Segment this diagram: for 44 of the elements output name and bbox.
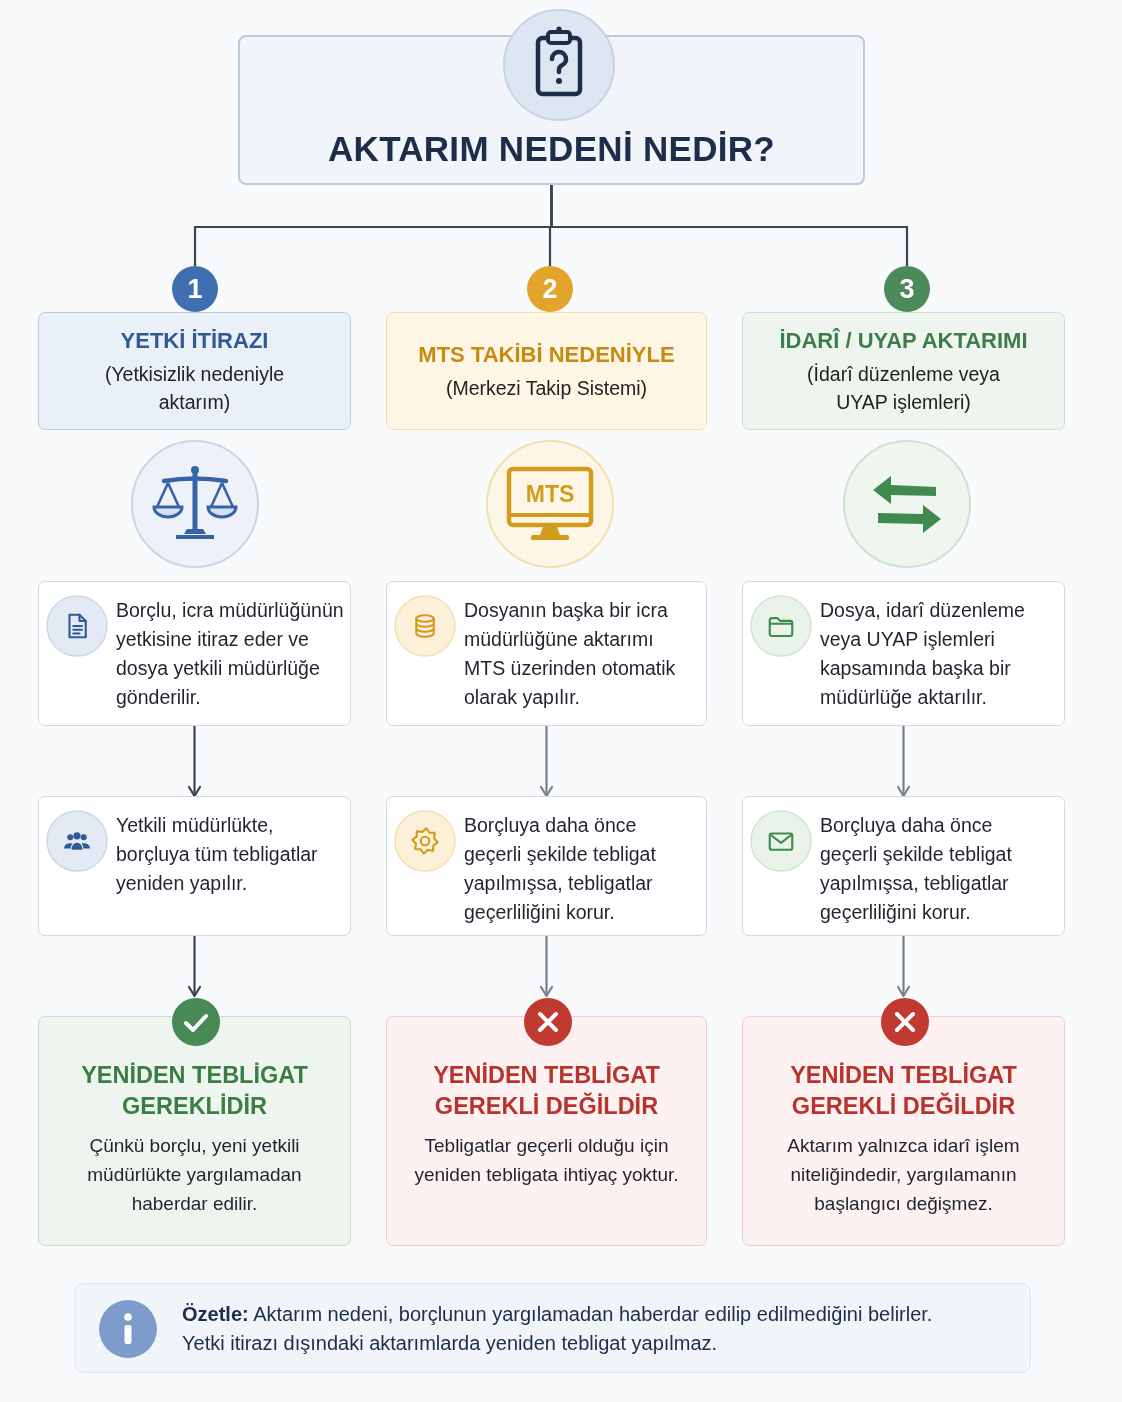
process-text: Dosya, idarî düzenleme veya UYAP işlemleri kapsamında başka bir müdürlüğe aktarılır. (820, 598, 1026, 710)
category-header-card (386, 312, 707, 430)
arrow (187, 936, 202, 998)
number-marker (884, 266, 930, 312)
arrow (187, 726, 202, 798)
title-heading: AKTARIM NEDENİ NEDİR? (327, 129, 776, 169)
result-heading: YENİDEN TEBLİGAT GEREKLİ DEĞİLDİR (789, 1061, 1018, 1121)
step-number: 2 (542, 274, 558, 304)
category-title: İDARÎ / UYAP AKTARIMI (779, 326, 1028, 355)
summary-text: Özetle: Aktarım nedeni, borçlunun yargılamadan haberdar edilip edilmediğini belirler. Yetki itirazı dışındaki aktarımlarda yeniden tebligat yapılmaz. (182, 1302, 934, 1356)
category-header-card (38, 312, 351, 430)
arrow (539, 936, 554, 998)
result-description: Tebligatlar geçerli olduğu için yeniden tebligata ihtiyaç yoktur. (413, 1134, 680, 1187)
process-card (742, 796, 1065, 936)
process-text: Borçluya daha önce geçerli şekilde tebligat yapılmışsa, tebligatlar geçerliliğini korur. (820, 813, 1013, 925)
step-number: 3 (899, 274, 915, 304)
category-subtitle: (Merkezi Takip Sistemi) (444, 375, 649, 401)
process-card (386, 796, 707, 936)
process-text: Borçluya daha önce geçerli şekilde tebligat yapılmışsa, tebligatlar geçerliliğini korur. (464, 813, 657, 925)
result-heading: YENİDEN TEBLİGAT GEREKLİ DEĞİLDİR (432, 1061, 661, 1121)
process-card (38, 581, 351, 726)
number-marker (172, 266, 218, 312)
category-header-card (742, 312, 1065, 430)
screen-label: MTS (525, 480, 575, 508)
process-card (386, 581, 707, 726)
arrow (896, 936, 911, 998)
category-title: YETKİ İTİRAZI (120, 326, 269, 355)
result-description: Çünkü borçlu, yeni yetkili müdürlükte yargılamadan haberdar edilir. (86, 1134, 303, 1216)
process-card (38, 796, 351, 936)
process-card (742, 581, 1065, 726)
result-heading: YENİDEN TEBLİGAT GEREKLİDİR (80, 1061, 309, 1121)
arrow (896, 726, 911, 798)
process-text: Dosyanın başka bir icra müdürlüğüne aktarımı MTS üzerinden otomatik olarak yapılır. (464, 598, 677, 710)
step-number: 1 (187, 274, 203, 304)
result-description: Aktarım yalnızca idarî işlem niteliğindedir, yargılamanın başlangıcı değişmez. (786, 1134, 1021, 1216)
process-text: Borçlu, icra müdürlüğünün yetkisine itiraz eder ve dosya yetkili müdürlüğe gönderilir. (116, 598, 345, 710)
summary-panel (74, 1283, 1031, 1373)
process-text: Yetkili müdürlükte, borçluya tüm tebligatlar yeniden yapılır. (116, 813, 319, 896)
category-subtitle: (Yetkisizlik nedeniyle aktarım) (103, 361, 286, 415)
connector-line (550, 185, 909, 266)
category-title: MTS TAKİBİ NEDENİYLE (418, 340, 675, 369)
arrow (539, 726, 554, 798)
number-marker (527, 266, 573, 312)
category-subtitle: (İdarî düzenleme veya UYAP işlemleri) (806, 361, 1001, 415)
